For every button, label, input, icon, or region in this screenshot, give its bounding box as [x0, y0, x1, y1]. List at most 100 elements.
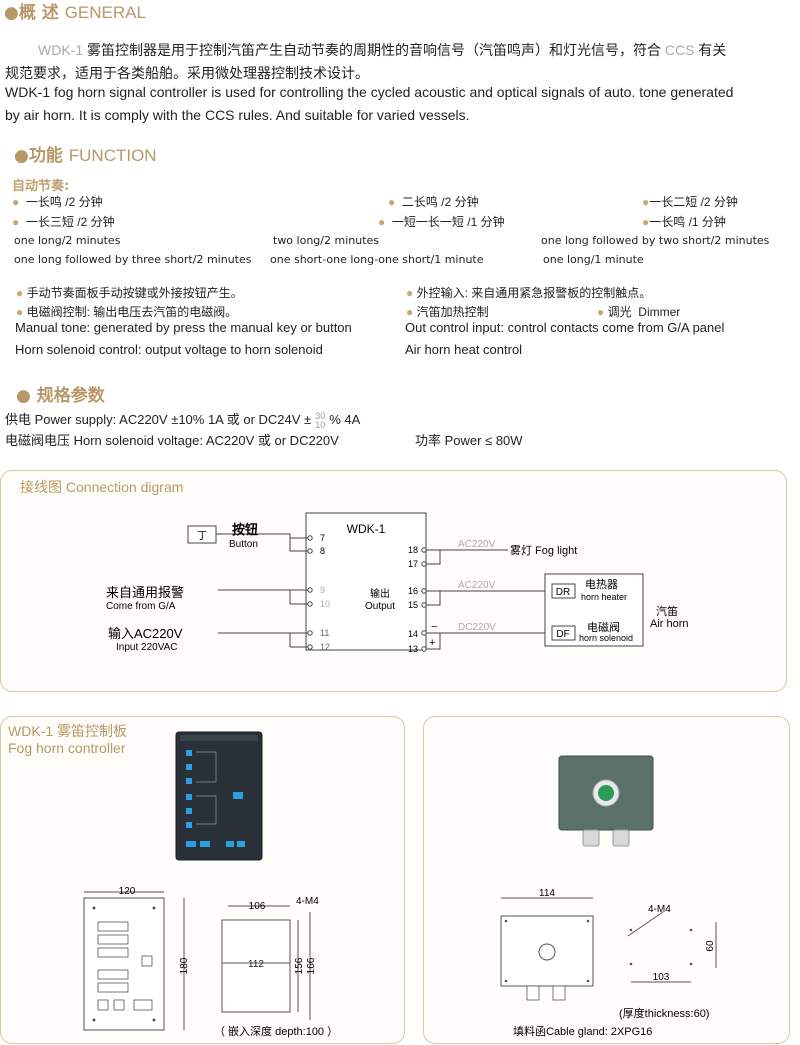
- led-1: [186, 750, 192, 756]
- manual-tone-cn-label: 手动节奏面板手动按键或外接按钮产生。: [26, 286, 243, 300]
- solenoid-voltage: 电磁阀电压 Horn solenoid voltage: AC220V 或 or…: [5, 433, 339, 448]
- thickness-note: (厚度thickness:60): [619, 1006, 709, 1020]
- button-en: Button: [229, 539, 258, 550]
- led-9: [200, 841, 210, 847]
- fog-light-label: 雾灯 Fog light: [510, 544, 577, 557]
- inner-width-dim: 112: [248, 959, 264, 970]
- box-gland-left: [526, 985, 540, 1001]
- mount-hole-3: [629, 962, 633, 966]
- key-4: [97, 969, 129, 980]
- general-cn-line2: 规范要求，适用于各类船舶。采用微处理器控制技术设计。: [5, 65, 369, 81]
- general-heading-cn: ●概 述: [4, 3, 59, 23]
- led-5: [186, 808, 192, 814]
- horn-solenoid-en: horn solenoid: [579, 633, 633, 643]
- led-2: [186, 764, 192, 770]
- general-en-line1: WDK-1 fog horn signal controller is used…: [5, 84, 734, 100]
- alarm-en: Come from G/A: [106, 601, 176, 612]
- mode-5-label: 一短一长一短 /1 分钟: [391, 215, 505, 229]
- terminal-12: [307, 644, 313, 650]
- term-label-13: 13: [408, 644, 418, 654]
- voltage-3: DC220V: [458, 622, 496, 633]
- plus-sign: +: [429, 637, 435, 649]
- key-8: [113, 999, 125, 1011]
- specs-heading: ● 规格参数: [16, 386, 105, 406]
- solenoid-cn: ● 电磁阀控制: 输出电压去汽笛的电磁阀。: [16, 305, 238, 319]
- controller-title-2: Fog horn controller: [8, 740, 126, 756]
- dimmer-cn: 调光: [607, 305, 632, 319]
- led-8: [186, 841, 196, 847]
- heater-en: horn heater: [581, 592, 627, 602]
- box-button-hole: [538, 943, 556, 961]
- term-label-18: 18: [408, 545, 418, 555]
- box-outline: [500, 915, 594, 987]
- function-heading: ●功能 FUNCTION: [14, 141, 157, 166]
- front-screw-4: [152, 1018, 156, 1022]
- cable-gland-2: [612, 829, 630, 847]
- general-en-line2: by air horn. It is comply with the CCS r…: [5, 107, 470, 123]
- box-glands: [526, 985, 566, 1001]
- mode-3-label: 一长二短 /2 分钟: [649, 195, 738, 209]
- term-label-8: 8: [320, 546, 325, 556]
- controller-title-1: WDK-1 雾笛控制板: [8, 723, 127, 739]
- box-screws-dim: 4-M4: [648, 904, 671, 915]
- controller-drawing: 120 180 106 4-M4 112 156 166 （ 嵌入深度 dept…: [83, 731, 338, 1038]
- device-leds: [186, 750, 245, 847]
- box-screw-2: [586, 919, 590, 923]
- front-screw-2: [152, 906, 156, 910]
- air-horn-en: Air horn: [650, 618, 689, 630]
- box-screw-4: [586, 979, 590, 983]
- power-tail: % 4A: [329, 412, 361, 427]
- df-box: [551, 625, 576, 641]
- heater-wire: [426, 590, 552, 606]
- solenoid-en: Horn solenoid control: output voltage to…: [15, 342, 323, 357]
- wdk1-label: WDK-1: [347, 522, 386, 536]
- cable-gland-1: [582, 829, 600, 847]
- led-6: [186, 822, 192, 828]
- external-input-en: Out control input: control contacts come…: [405, 320, 725, 335]
- power-supply-label: 供电 Power supply: AC220V ±10% 1A 或 or DC2…: [5, 412, 312, 427]
- button-cn: 按钮: [232, 522, 258, 537]
- front-screw-3: [92, 1018, 96, 1022]
- led-11: [237, 841, 245, 847]
- heat-en: Air horn heat control: [405, 342, 523, 357]
- height-dim: 180: [179, 957, 190, 974]
- term-label-10: 10: [320, 599, 330, 609]
- term-label-11: 11: [320, 628, 329, 638]
- box-screw-1: [504, 919, 508, 923]
- mode-2: ● 二长鸣 /2 分钟: [388, 195, 479, 209]
- led-7: [233, 792, 243, 799]
- heat-cn: ● 汽笛加热控制: [406, 305, 489, 319]
- box-screw-leader: [627, 911, 664, 937]
- connection-diagram: WDK-1 输出 Output 7 8 9 10 11 12 18 17 16 …: [106, 512, 689, 654]
- terminal-10: [307, 601, 313, 607]
- air-horn-cn: 汽笛: [656, 604, 678, 618]
- power-supply: 供电 Power supply: AC220V ±10% 1A 或 or DC2…: [5, 409, 360, 430]
- heat-cn-label: 汽笛加热控制: [416, 305, 489, 319]
- minus-sign: −: [431, 621, 437, 633]
- external-input-cn-label: 外控输入: 来自通用紧急报警板的控制触点。: [416, 286, 652, 300]
- terminal-17: [421, 561, 427, 567]
- device-bracket-lines: [196, 751, 217, 825]
- df-label: DF: [556, 629, 569, 640]
- dr-label: DR: [556, 587, 570, 598]
- controller-device-photo: [175, 731, 263, 861]
- power-watt: 功率 Power ≤ 80W: [415, 433, 523, 448]
- term-label-15: 15: [408, 600, 418, 610]
- terminal-8: [307, 548, 313, 554]
- term-label-7: 7: [320, 533, 325, 543]
- solenoid-cn-label: 电磁阀控制: 输出电压去汽笛的电磁阀。: [26, 305, 238, 319]
- box-width-dim: 114: [539, 888, 555, 899]
- key-2: [97, 934, 129, 945]
- mount-hole-2: [689, 928, 693, 932]
- function-heading-cn: ●功能: [14, 146, 63, 166]
- mode-6-label: 一长鸣 /1 分钟: [649, 215, 726, 229]
- cable-gland-note: 填料函Cable gland: 2XPG16: [513, 1024, 652, 1038]
- mode-1: ● 一长鸣 /2 分钟: [12, 195, 103, 209]
- manual-tone-en: Manual tone: generated by press the manu…: [15, 320, 352, 335]
- term-label-9: 9: [320, 585, 325, 595]
- term-label-14: 14: [408, 629, 418, 639]
- horn-solenoid-cn: 电磁阀: [587, 620, 620, 634]
- alarm-cn: 来自通用报警: [106, 585, 184, 600]
- front-panel-keys: [97, 921, 153, 1011]
